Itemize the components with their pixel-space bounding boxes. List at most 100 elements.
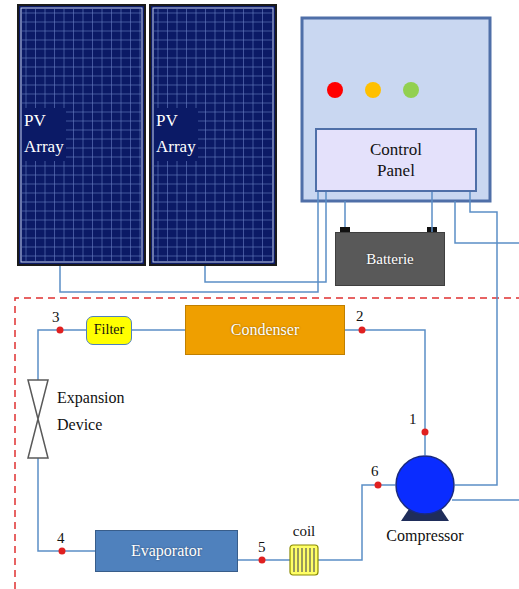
callout-number: 2 [356, 309, 364, 324]
battery-box: Batterie [335, 232, 445, 286]
cell-grid [22, 202, 141, 203]
cell-grid [154, 184, 272, 185]
cell-grid [154, 202, 272, 203]
panel-face [18, 5, 145, 265]
cell-grid [154, 67, 272, 68]
cell-grid [22, 22, 141, 23]
evaporator-box: Evaporator [95, 530, 238, 572]
state-point [359, 327, 366, 334]
cell-grid [154, 22, 272, 23]
cell-grid [234, 9, 235, 261]
cell-grid [154, 13, 272, 14]
state-point [57, 327, 64, 334]
system-boundary [15, 298, 519, 589]
connector-line [38, 458, 95, 551]
coil-symbol: coil [290, 545, 318, 575]
control-housing [302, 18, 490, 201]
wire [455, 201, 519, 243]
cell-grid [22, 67, 141, 68]
coil-symbol [290, 545, 318, 575]
indicator-light [365, 82, 381, 98]
panel-face [150, 5, 276, 265]
cell-grid [154, 49, 272, 50]
node-text: PV Array [154, 108, 198, 161]
cell-grid [154, 193, 272, 194]
cell-grid [22, 49, 141, 50]
cell-grid [154, 58, 272, 59]
callout-number: 6 [371, 464, 379, 479]
node-text: Compressor [386, 526, 463, 546]
state-point [259, 557, 266, 564]
indicator-light [327, 82, 343, 98]
cell-grid [121, 9, 122, 261]
cell-grid [22, 211, 141, 212]
panel-frame [153, 8, 273, 262]
cell-grid [205, 9, 206, 261]
cell-grid [154, 40, 272, 41]
cell-grid [154, 175, 272, 176]
pv-array: PV Array [18, 5, 145, 265]
cell-grid [22, 220, 141, 221]
cell-grid [253, 9, 254, 261]
cell-grid [215, 9, 216, 261]
indicator-light [403, 82, 419, 98]
node-text: Filter [94, 321, 124, 339]
connector-line [431, 192, 433, 232]
cell-grid [22, 256, 141, 257]
cell-grid [154, 220, 272, 221]
panel-frame [21, 8, 142, 262]
cell-grid [22, 166, 141, 167]
node-text: Expansion Device [57, 384, 125, 438]
compressor-symbol: Compressor [395, 455, 455, 523]
cell-grid [154, 85, 272, 86]
cell-grid [22, 40, 141, 41]
cell-grid [154, 103, 272, 104]
cell-grid [22, 58, 141, 59]
coil-winding [309, 548, 310, 572]
expansion-valve [28, 380, 48, 458]
connector-line [318, 485, 395, 560]
node-text: PV Array [22, 108, 66, 161]
wire [452, 499, 519, 501]
condenser-box: Condenser [185, 305, 345, 355]
coil-winding [297, 548, 298, 572]
coil-winding [293, 548, 294, 572]
connector-line [345, 330, 425, 455]
cell-grid [22, 13, 141, 14]
node-text: Batterie [366, 250, 413, 269]
cell-grid [154, 31, 272, 32]
pv-array: PV Array [150, 5, 276, 265]
coil-winding [313, 548, 314, 572]
callout-number: 5 [258, 540, 266, 555]
cell-grid [154, 211, 272, 212]
callout-number: 1 [409, 412, 417, 427]
cell-grid [22, 184, 141, 185]
cell-grid [130, 9, 131, 261]
connector-line [455, 192, 497, 485]
wire [344, 201, 346, 229]
compressor-body [396, 456, 454, 514]
coil-body [290, 545, 318, 575]
cell-grid [73, 9, 74, 261]
cell-grid [154, 256, 272, 257]
cell-grid [22, 103, 141, 104]
cell-grid [111, 9, 112, 261]
filter-box: Filter [86, 316, 132, 345]
node-text: Condenser [231, 320, 299, 340]
cell-grid [92, 9, 93, 261]
state-point [422, 429, 429, 436]
callout-number: 3 [52, 310, 60, 325]
cell-grid [154, 166, 272, 167]
cell-grid [262, 9, 263, 261]
cell-grid [243, 9, 244, 261]
cell-grid [22, 247, 141, 248]
coil-winding [305, 548, 306, 572]
cell-grid [154, 76, 272, 77]
cell-grid [154, 238, 272, 239]
cell-grid [22, 76, 141, 77]
node-text: Evaporator [131, 541, 202, 561]
valve-symbol [28, 380, 48, 458]
cell-grid [83, 9, 84, 261]
cell-grid [22, 229, 141, 230]
